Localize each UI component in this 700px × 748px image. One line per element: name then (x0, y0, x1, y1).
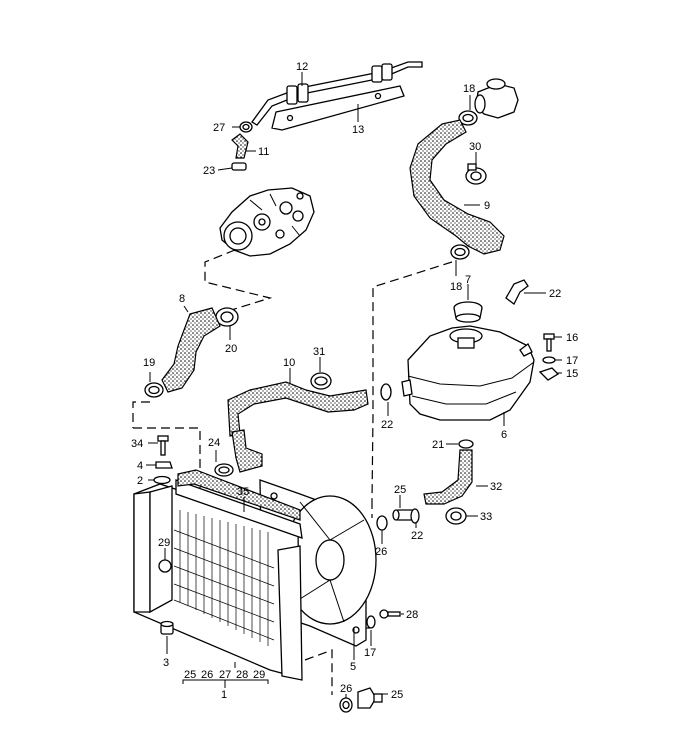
washer-26 (339, 697, 353, 713)
callout-34: 34 (131, 438, 143, 450)
callout-22-left: 24 (208, 437, 220, 449)
clamp-33 (445, 507, 467, 525)
nut-4 (155, 461, 173, 469)
callout-12: 12 (296, 61, 308, 73)
callout-18-mid: 18 (450, 281, 462, 293)
clamp-19 (215, 307, 239, 327)
hose-21 (505, 279, 529, 305)
callout-17-bottom: 17 (364, 647, 376, 659)
callout-29: 29 (158, 537, 170, 549)
callout-17-right: 17 (566, 355, 578, 367)
coolant-pipe-12 (251, 61, 423, 126)
clamp-18-top (458, 110, 478, 126)
callout-11: 11 (258, 146, 269, 158)
callout-30: 30 (469, 141, 481, 153)
cap-7 (453, 301, 483, 323)
callout-4: 4 (137, 460, 143, 472)
callout-2: 2 (137, 475, 143, 487)
bracket-13 (271, 85, 405, 131)
clamp-18-mid (450, 244, 470, 260)
callout-group-26: 26 (201, 669, 213, 681)
callout-group-28: 28 (236, 669, 248, 681)
callout-20-top: 21 (432, 439, 444, 451)
fan-shroud-5 (259, 479, 377, 647)
hose-32 (423, 449, 473, 505)
hose-9 (409, 119, 505, 255)
hose-10 (227, 381, 369, 437)
callout-13: 13 (352, 124, 364, 136)
clamp-22-top (231, 162, 247, 171)
callout-20-mid: 22 (411, 530, 423, 542)
callout-10: 10 (283, 357, 295, 369)
radiator-1 (133, 479, 303, 681)
washer-2 (153, 475, 171, 485)
callout-16: 16 (566, 332, 578, 344)
seal-35 (177, 469, 301, 521)
callout-9: 9 (484, 200, 490, 212)
callout-18-left: 19 (143, 357, 155, 369)
clamp-18-left (144, 382, 164, 398)
thermostat-elbow (474, 78, 519, 119)
washer-17-bottom (366, 615, 376, 629)
water-pump-housing (219, 187, 315, 257)
callout-group-29: 29 (253, 669, 265, 681)
callout-23: 27 (213, 122, 225, 134)
clamp-31 (310, 372, 332, 390)
clamp-23 (239, 121, 253, 133)
plug-3 (160, 620, 174, 635)
clamp-22-left (214, 463, 234, 477)
bolt-24 (379, 609, 401, 619)
callout-7: 7 (465, 274, 471, 286)
callout-33: 33 (480, 511, 492, 523)
callout-6: 6 (501, 429, 507, 441)
hose-8 (161, 307, 221, 393)
bolt-16 (543, 333, 555, 352)
mount-15 (538, 367, 560, 381)
callout-5: 5 (350, 661, 356, 673)
callout-25-bottom: 25 (391, 689, 403, 701)
expansion-tank-6 (401, 325, 535, 421)
bolt-34 (157, 435, 169, 456)
callout-32: 32 (490, 481, 502, 493)
hose-lower-left (231, 429, 263, 473)
callout-3: 3 (163, 657, 169, 669)
callout-31: 31 (313, 346, 325, 358)
callout-1: 1 (221, 689, 227, 701)
washer-28 (376, 515, 388, 531)
callout-22-mid: 22 (381, 419, 393, 431)
callout-18-top: 18 (463, 83, 475, 95)
clamp-20-top (458, 439, 474, 449)
callout-15: 15 (566, 368, 578, 380)
callout-21: 22 (549, 288, 561, 300)
hose-11 (231, 133, 249, 159)
washer-17-right (542, 356, 556, 364)
callout-26-bottom: 26 (340, 683, 352, 695)
callout-group-27: 27 (219, 669, 231, 681)
callout-24: 28 (406, 609, 418, 621)
callout-28: 26 (375, 546, 387, 558)
callout-labels: 12 13 27 11 23 18 30 9 18 7 22 16 17 15 … (131, 61, 578, 701)
callout-19: 20 (225, 343, 237, 355)
callout-35: 35 (237, 486, 249, 498)
clamp-20-mid (410, 508, 420, 524)
clamp-22-mid (380, 383, 392, 401)
callout-27: 25 (394, 484, 406, 496)
drain-plug-25 (357, 687, 383, 709)
clamp-30 (465, 163, 487, 185)
callout-group-25: 25 (184, 669, 196, 681)
callout-8: 8 (179, 293, 185, 305)
callout-22-top: 23 (203, 165, 215, 177)
leader-lines (146, 72, 562, 698)
